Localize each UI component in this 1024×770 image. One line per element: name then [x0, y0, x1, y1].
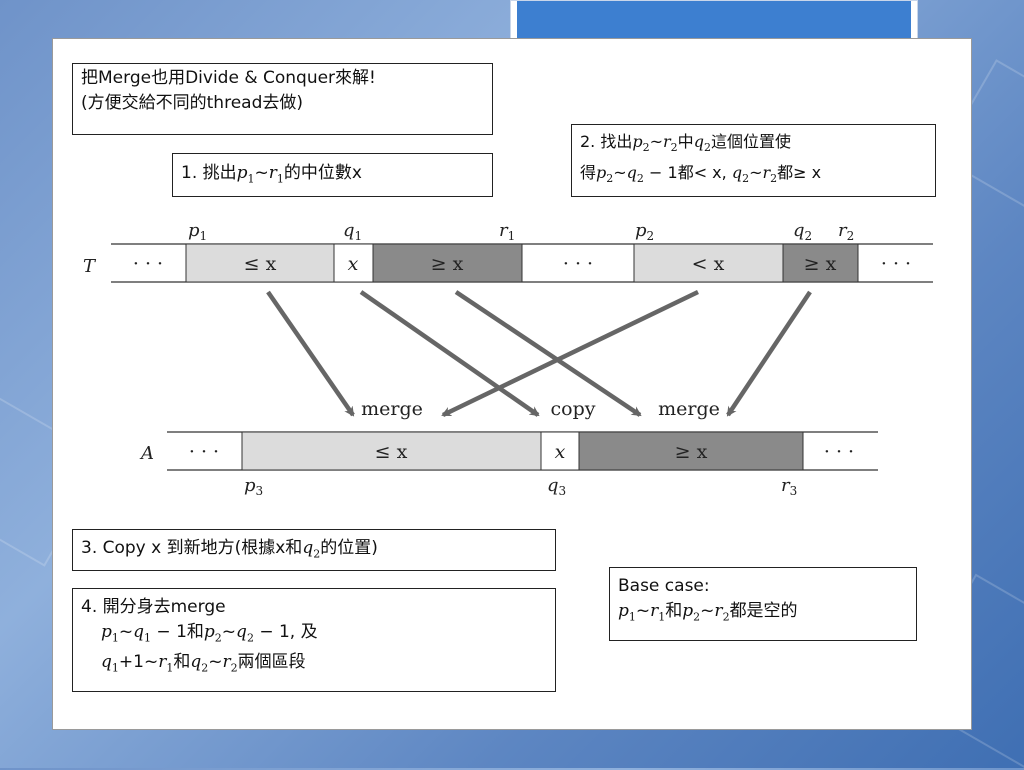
marker-q1: q1 — [343, 220, 362, 243]
note-base-line2: p1~r1和p2~r2都是空的 — [618, 601, 798, 624]
array-t-text-5: < x — [692, 253, 725, 275]
array-t-text-1: ≤ x — [244, 253, 277, 275]
array-t-text-0: · · · — [133, 253, 163, 275]
array-a-text-3: ≥ x — [675, 441, 708, 463]
label-copy: copy — [551, 398, 596, 420]
note-step2-line1: 2. 找出p2~r2中q2這個位置使 — [580, 132, 791, 155]
arrow-4 — [441, 289, 699, 418]
note-step1-text: 1. 挑出p1~r1的中位數x — [181, 163, 362, 186]
note-intro-line1: 把Merge也用Divide & Conquer來解! — [81, 68, 376, 88]
array-t-text-6: ≥ x — [804, 253, 837, 275]
marker-q2: q2 — [793, 220, 812, 243]
note-step2-line2: 得p2~q2 − 1都< x, q2~r2都≥ x — [580, 163, 822, 186]
label-merge-1: merge — [361, 398, 423, 420]
marker-r2: r2 — [838, 220, 854, 243]
array-t-cell-x — [333, 243, 374, 283]
note-step1: 1. 挑出p1~r1的中位數x — [172, 153, 493, 197]
array-a: · · · ≤ x x ≥ x · · · — [167, 431, 878, 471]
array-t-cell-ge-x-2 — [782, 243, 859, 283]
note-step3-text: 3. Copy x 到新地方(根據x和q2的位置) — [81, 538, 378, 561]
note-base-line1: Base case: — [618, 576, 710, 596]
note-step4: 4. 開分身去merge p1~q1 − 1和p2~q2 − 1, 及 q1+1… — [72, 588, 556, 692]
array-t-label: T — [83, 256, 97, 277]
array-a-cell-x — [540, 431, 580, 471]
marker-p2: p2 — [635, 220, 654, 243]
note-step3: 3. Copy x 到新地方(根據x和q2的位置) — [72, 529, 556, 571]
marker-q3: q3 — [547, 475, 566, 498]
array-a-label: A — [139, 443, 154, 464]
arrow-5 — [726, 290, 812, 417]
marker-r3: r3 — [781, 475, 797, 498]
array-a-cell-le-x — [241, 431, 542, 471]
array-a-text-0: · · · — [189, 441, 219, 463]
arrow-1 — [266, 290, 355, 417]
merge-arrows — [266, 289, 812, 418]
array-t-cell-ge-x — [372, 243, 523, 283]
array-t-markers: p1 q1 r1 p2 q2 r2 — [188, 220, 854, 243]
note-base-case: Base case: p1~r1和p2~r2都是空的 — [609, 567, 917, 641]
note-step4-line1: 4. 開分身去merge — [81, 597, 226, 617]
array-a-text-2: x — [555, 441, 566, 463]
array-a-text-1: ≤ x — [375, 441, 408, 463]
arrow-3 — [454, 290, 642, 417]
note-intro-line2: (方便交給不同的thread去做) — [81, 93, 303, 113]
array-t-text-7: · · · — [881, 253, 911, 275]
array-t-cell-lt-x — [633, 243, 784, 283]
marker-p3: p3 — [244, 475, 263, 498]
array-t-text-3: ≥ x — [431, 253, 464, 275]
marker-r1: r1 — [499, 220, 515, 243]
slide-content: 把Merge也用Divide & Conquer來解! (方便交給不同的thre… — [52, 38, 972, 730]
array-a-markers: p3 q3 r3 — [244, 475, 797, 498]
label-merge-2: merge — [658, 398, 720, 420]
arrow-2 — [359, 290, 540, 417]
note-intro: 把Merge也用Divide & Conquer來解! (方便交給不同的thre… — [72, 63, 493, 135]
marker-p1: p1 — [188, 220, 207, 243]
merge-diagram: T · · · ≤ x x ≥ x · · · < x ≥ x · · · p1… — [83, 220, 933, 498]
note-step2: 2. 找出p2~r2中q2這個位置使 得p2~q2 − 1都< x, q2~r2… — [571, 124, 936, 197]
array-t-text-4: · · · — [563, 253, 593, 275]
note-step4-line2: p1~q1 − 1和p2~q2 − 1, 及 — [101, 622, 318, 645]
array-t: · · · ≤ x x ≥ x · · · < x ≥ x · · · — [111, 243, 933, 283]
array-a-text-4: · · · — [824, 441, 854, 463]
array-t-cell-le-x — [185, 243, 335, 283]
array-a-cell-ge-x — [578, 431, 804, 471]
note-step4-line3: q1+1~r1和q2~r2兩個區段 — [101, 652, 306, 675]
array-t-text-2: x — [348, 253, 359, 275]
